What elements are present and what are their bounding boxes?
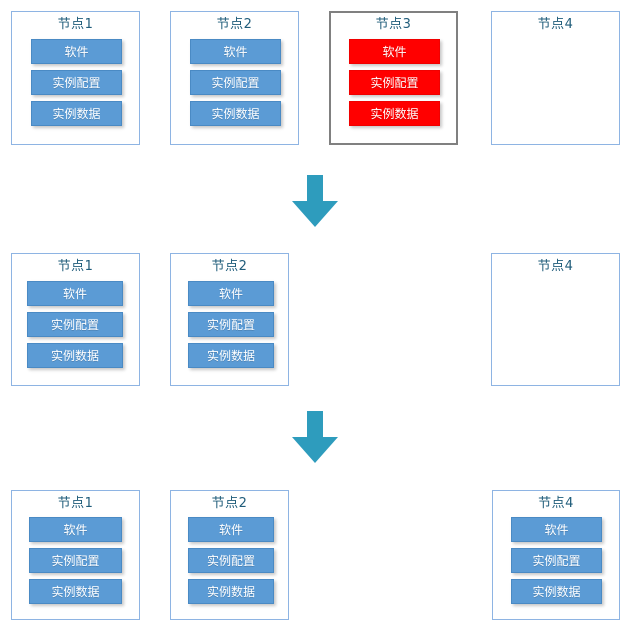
- node-title: 节点3: [375, 17, 412, 32]
- component-instance-data[interactable]: 实例数据: [511, 579, 602, 604]
- node-title: 节点2: [216, 17, 253, 32]
- component-instance-data[interactable]: 实例数据: [188, 343, 274, 368]
- component-instance-data[interactable]: 实例数据: [27, 343, 123, 368]
- component-software[interactable]: 软件: [188, 517, 274, 542]
- node-title: 节点1: [57, 17, 94, 32]
- component-software[interactable]: 软件: [27, 281, 123, 306]
- component-instance-config[interactable]: 实例配置: [188, 312, 274, 337]
- component-instance-config[interactable]: 实例配置: [188, 548, 274, 573]
- component-instance-config[interactable]: 实例配置: [29, 548, 122, 573]
- node-box-r1-node4-empty[interactable]: 节点4: [491, 11, 620, 145]
- node-title: 节点4: [537, 259, 574, 274]
- node-title: 节点2: [211, 496, 248, 511]
- node-title: 节点4: [537, 17, 574, 32]
- component-instance-data[interactable]: 实例数据: [29, 579, 122, 604]
- transition-arrow-2: [288, 411, 342, 465]
- node-box-r3-node1[interactable]: 节点1 软件 实例配置 实例数据: [11, 490, 140, 620]
- component-software[interactable]: 软件: [29, 517, 122, 542]
- node-box-r1-node2[interactable]: 节点2 软件 实例配置 实例数据: [170, 11, 299, 145]
- component-instance-data-failed[interactable]: 实例数据: [349, 101, 440, 126]
- component-instance-data[interactable]: 实例数据: [188, 579, 274, 604]
- component-instance-config[interactable]: 实例配置: [31, 70, 122, 95]
- node-title: 节点2: [211, 259, 248, 274]
- node-title: 节点1: [57, 259, 94, 274]
- node-box-r1-node3-failed[interactable]: 节点3 软件 实例配置 实例数据: [329, 11, 458, 145]
- component-software[interactable]: 软件: [190, 39, 281, 64]
- node-box-r3-node2[interactable]: 节点2 软件 实例配置 实例数据: [170, 490, 289, 620]
- component-software[interactable]: 软件: [188, 281, 274, 306]
- component-software[interactable]: 软件: [31, 39, 122, 64]
- component-software-failed[interactable]: 软件: [349, 39, 440, 64]
- node-box-r2-node4-empty[interactable]: 节点4: [491, 253, 620, 386]
- node-box-r1-node1[interactable]: 节点1 软件 实例配置 实例数据: [11, 11, 140, 145]
- node-box-r3-node4[interactable]: 节点4 软件 实例配置 实例数据: [492, 490, 620, 620]
- component-software[interactable]: 软件: [511, 517, 602, 542]
- component-instance-data[interactable]: 实例数据: [31, 101, 122, 126]
- component-instance-data[interactable]: 实例数据: [190, 101, 281, 126]
- transition-arrow-1: [288, 175, 342, 229]
- node-title: 节点4: [538, 496, 574, 511]
- component-instance-config[interactable]: 实例配置: [27, 312, 123, 337]
- component-instance-config[interactable]: 实例配置: [190, 70, 281, 95]
- node-title: 节点1: [57, 496, 94, 511]
- component-instance-config[interactable]: 实例配置: [511, 548, 602, 573]
- node-box-r2-node1[interactable]: 节点1 软件 实例配置 实例数据: [11, 253, 140, 386]
- node-box-r2-node2[interactable]: 节点2 软件 实例配置 实例数据: [170, 253, 289, 386]
- component-instance-config-failed[interactable]: 实例配置: [349, 70, 440, 95]
